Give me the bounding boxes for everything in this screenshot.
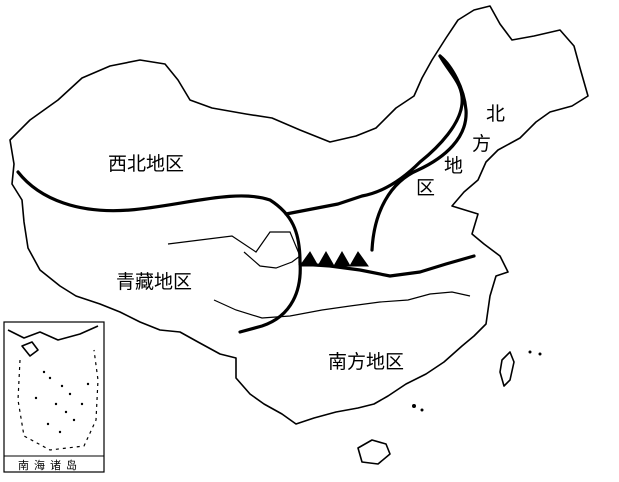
boundary-tibet-south <box>238 260 302 334</box>
taiwan-island <box>499 351 515 387</box>
label-qinghai-tibet: 青藏地区 <box>116 271 192 293</box>
inset-islands <box>34 370 90 434</box>
yangtze-river <box>213 291 471 319</box>
hainan-island <box>357 439 391 465</box>
inset-coast <box>7 325 99 341</box>
yellow-river <box>167 231 301 269</box>
label-north: 北 方 地 区 <box>416 103 505 199</box>
south-china-sea-inset: 南海诸岛 <box>3 321 105 473</box>
label-north-char-3: 地 <box>444 155 463 177</box>
label-northwest: 西北地区 <box>108 153 184 175</box>
qinling-mountains-symbol <box>299 250 369 268</box>
label-north-char-4: 区 <box>416 177 435 199</box>
boundary-north-east <box>370 54 468 252</box>
china-border <box>9 5 589 425</box>
inset-title: 南海诸岛 <box>18 458 82 472</box>
label-north-char-1: 北 <box>486 103 505 125</box>
inset-hainan <box>21 341 39 357</box>
boundary-northwest-tibet <box>16 170 302 264</box>
label-north-char-2: 方 <box>472 133 491 155</box>
inset-frame <box>3 321 105 473</box>
label-south: 南方地区 <box>328 351 404 373</box>
coastal-islands <box>412 350 542 412</box>
